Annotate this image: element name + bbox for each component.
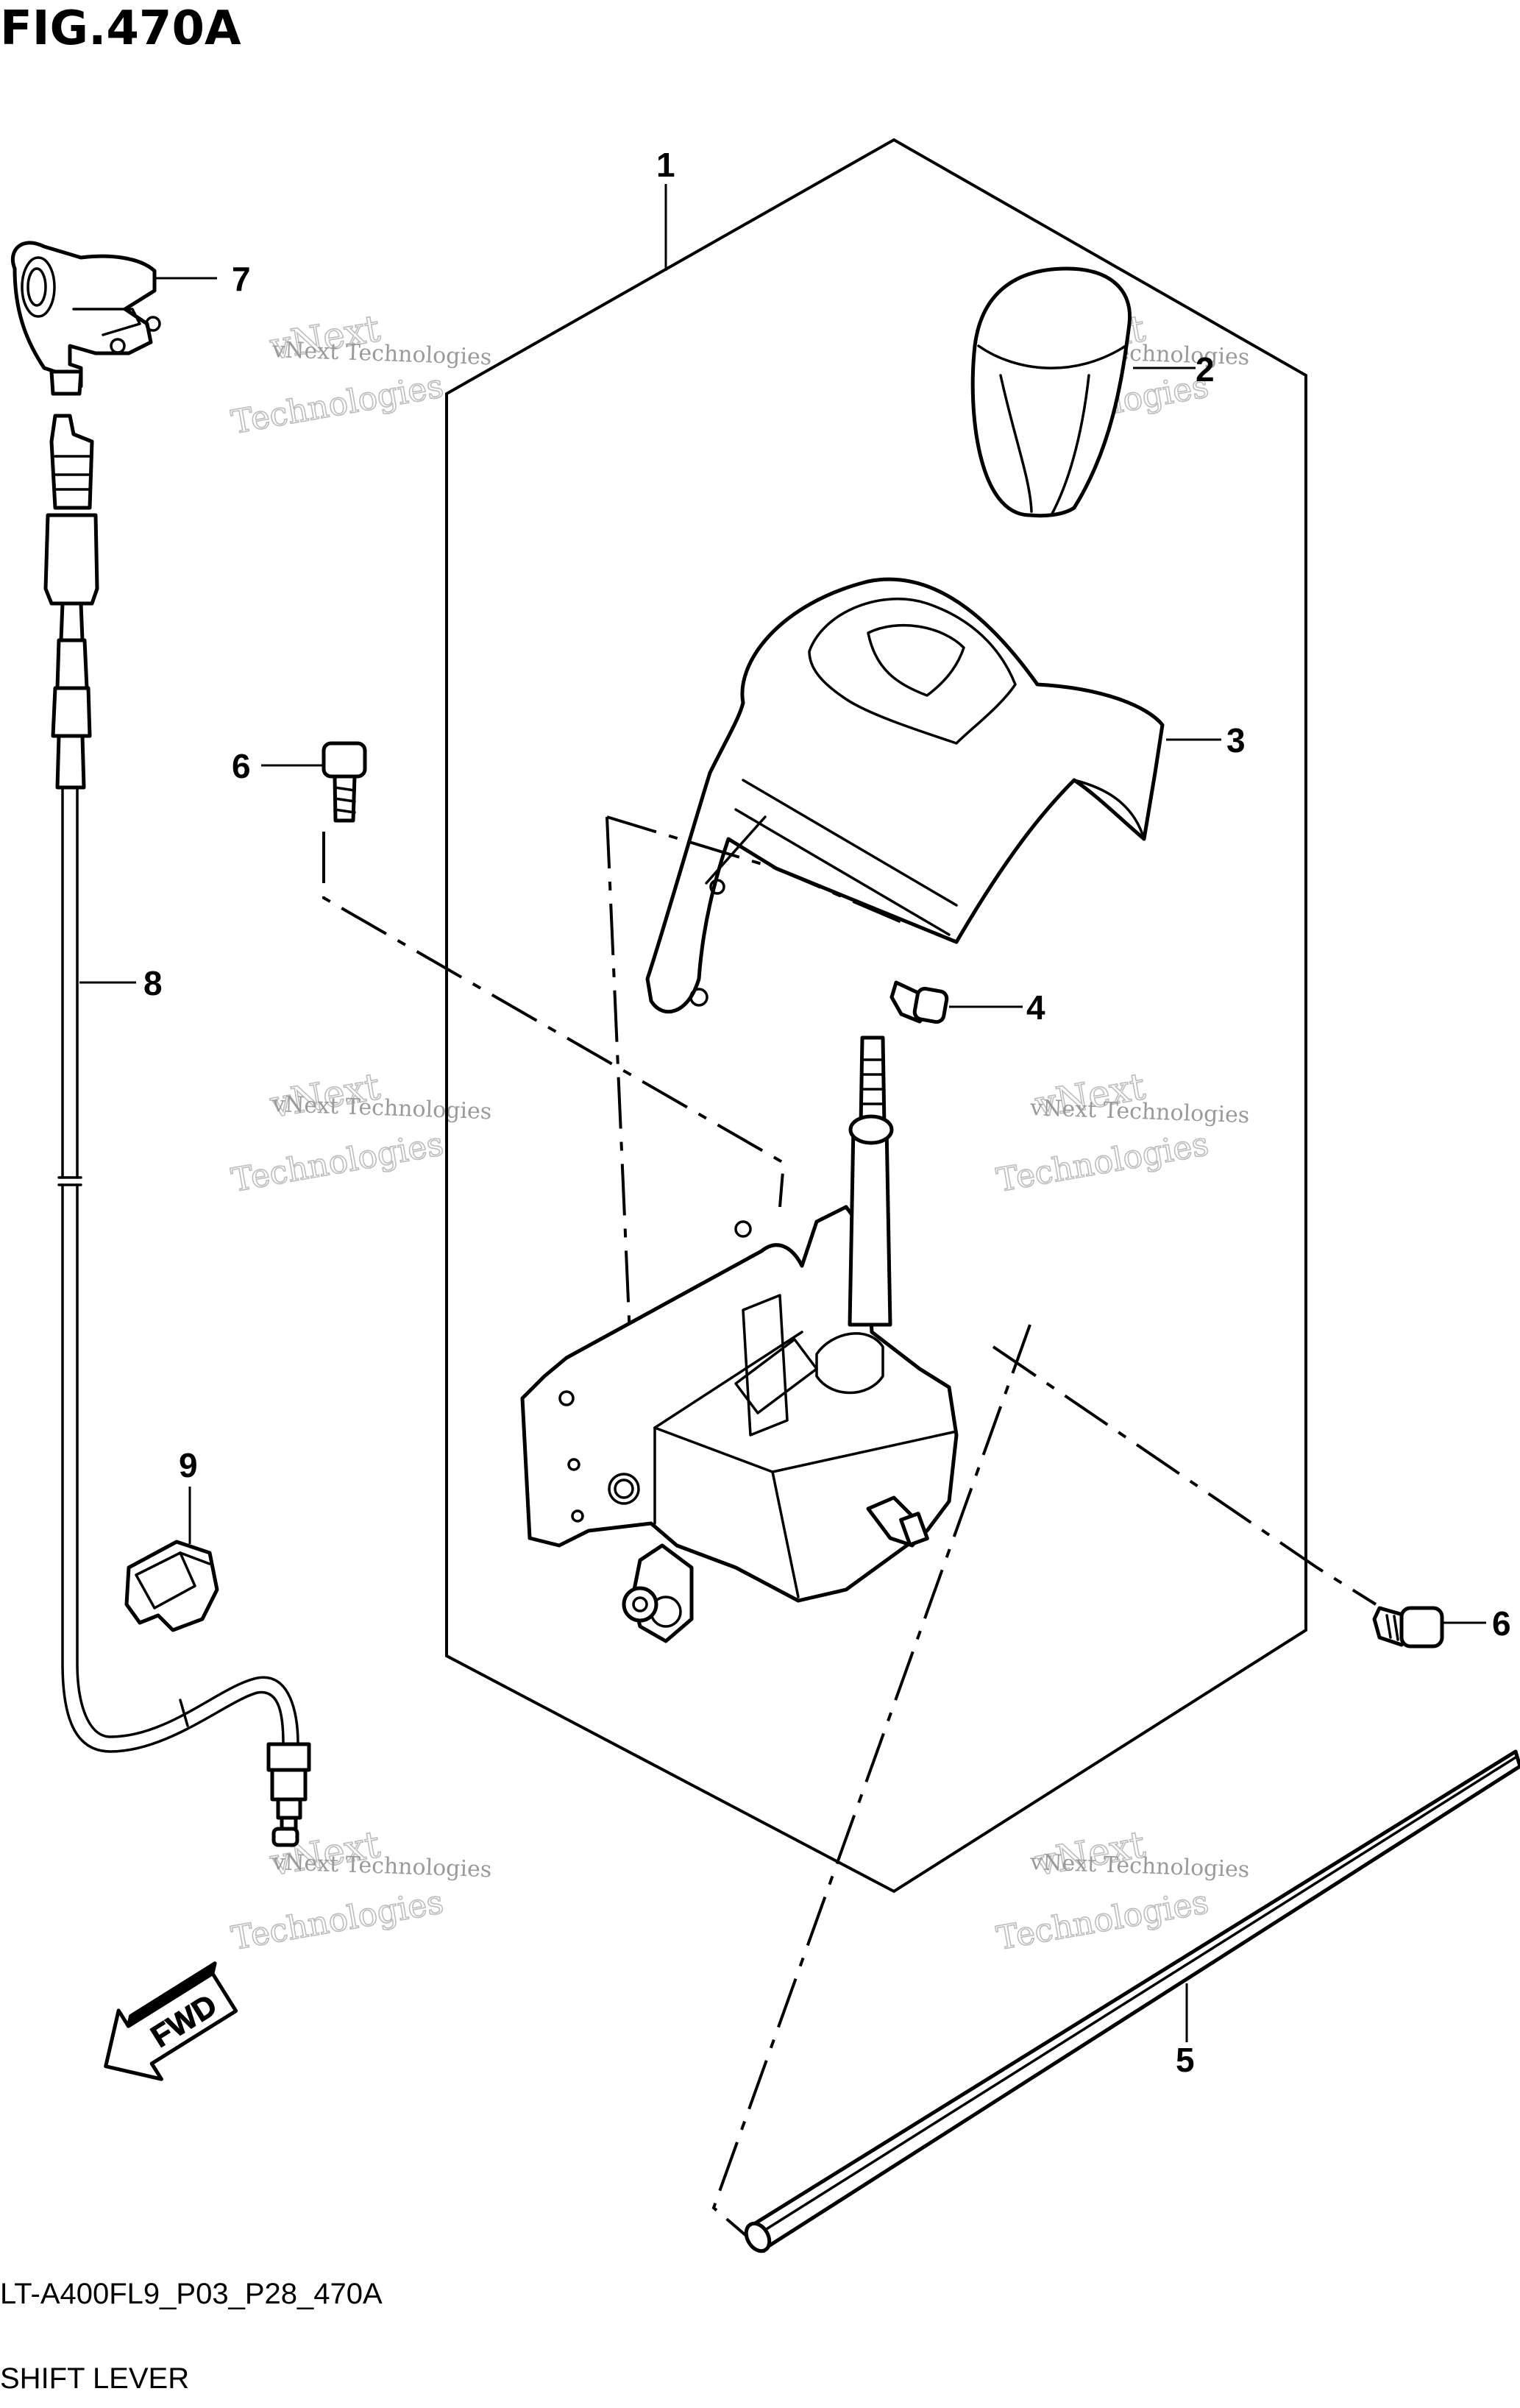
callout-4: 4 (1026, 988, 1045, 1027)
shift-cable (43, 414, 311, 1847)
callout-3: 3 (1226, 721, 1246, 759)
alignment-line-right (992, 1345, 1377, 1606)
callout-5: 5 (1176, 2041, 1195, 2079)
callout-7: 7 (232, 260, 251, 298)
alignment-line-vertical (605, 816, 636, 1436)
svg-text:Technologies: Technologies (994, 1125, 1212, 1200)
callout-9: 9 (179, 1446, 198, 1484)
watermark-mid-right: vNext Technologies (993, 1064, 1212, 1200)
watermark-bottom-right: vNext Technologies (993, 1822, 1212, 1958)
svg-text:Technologies: Technologies (229, 367, 447, 442)
shift-cover (645, 577, 1165, 1014)
alignment-line-left (322, 832, 786, 1208)
assembly-boundary (445, 138, 1307, 1894)
callout-2: 2 (1196, 350, 1215, 389)
watermark-bottom-left: vNext Technologies (228, 1822, 447, 1958)
callout-8: 8 (143, 964, 163, 1002)
cable-connector (10, 241, 161, 396)
figure-title: FIG.470A (0, 1, 241, 56)
watermark-top-left-label: vNext Technologies (271, 337, 492, 370)
watermark-top-left: vNext Technologies (228, 306, 447, 442)
shift-lever-assembly (520, 1035, 959, 1643)
watermark-mid-right-label: vNext Technologies (1029, 1095, 1250, 1128)
cable-clamp (124, 1540, 219, 1632)
figure-code: LT-A400FL9_P03_P28_470A (0, 2278, 383, 2310)
rod (744, 1749, 1520, 2253)
svg-text:Technologies: Technologies (229, 1883, 447, 1958)
watermark-mid-left: vNext Technologies (228, 1064, 447, 1200)
fwd-arrow: FWD (104, 1961, 238, 2081)
svg-text:Technologies: Technologies (994, 1883, 1212, 1958)
bolt-4 (889, 980, 949, 1024)
bolt-6-right (1372, 1606, 1444, 1649)
bolt-6-left (322, 741, 367, 823)
figure-caption: SHIFT LEVER (0, 2362, 189, 2395)
callout-1: 1 (656, 146, 675, 184)
callout-6-left: 6 (232, 747, 251, 785)
shift-knob (970, 266, 1132, 518)
callout-6-right: 6 (1492, 1604, 1511, 1643)
svg-text:Technologies: Technologies (229, 1125, 447, 1200)
alignment-line-cover (606, 815, 906, 925)
